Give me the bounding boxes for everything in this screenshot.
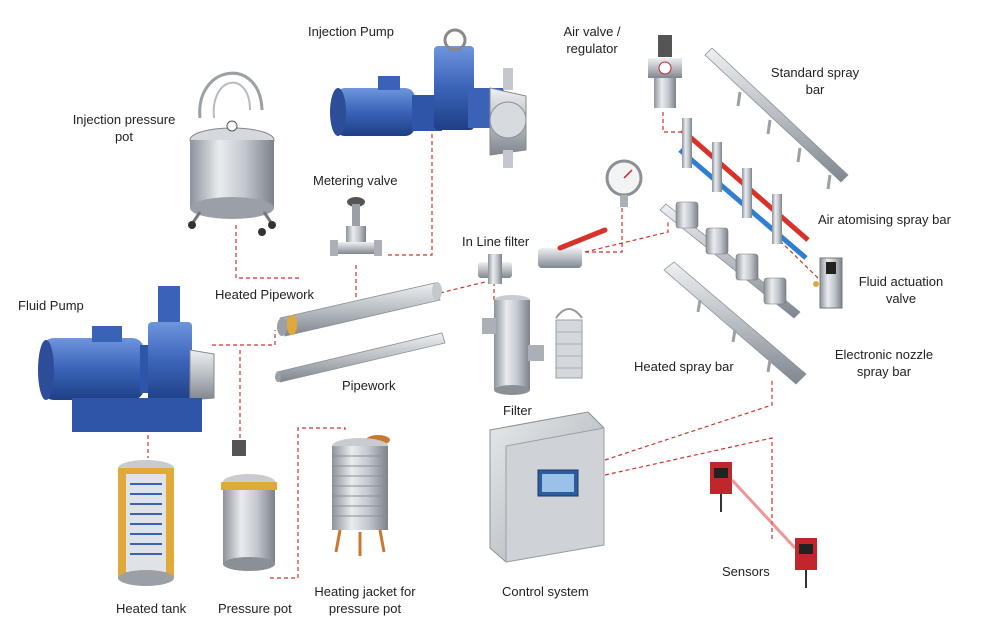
- label-fluid-actuation-valve: Fluid actuation valve: [846, 273, 956, 307]
- label-heating-jacket-line2: pressure pot: [328, 601, 402, 616]
- label-injection-pot-line2: pot: [114, 129, 134, 144]
- control-system-cabinet: [489, 411, 605, 563]
- label-injection-pot-line1: Injection pressure: [72, 112, 176, 127]
- air-atomising-spray-bar: [678, 118, 810, 260]
- label-heated-tank: Heated tank: [116, 601, 187, 616]
- label-fluid-actuation-line1: Fluid actuation: [858, 274, 944, 289]
- filter-housing: [482, 295, 544, 395]
- sensor-receiver: [795, 538, 817, 588]
- label-fluid-actuation-line2: valve: [885, 291, 917, 306]
- fluid-actuation-valve: [813, 257, 843, 309]
- connector-air-regulator: [662, 112, 682, 133]
- sensor-beam: [730, 478, 797, 550]
- connector-fluid-pump-to-pipework: [212, 330, 276, 346]
- pipework: [275, 332, 446, 383]
- label-electronic-nozzle-spray-bar: Electronic nozzle spray bar: [824, 346, 944, 380]
- connector-control-to-spray-bar: [604, 380, 773, 461]
- heated-pipework: [277, 282, 442, 337]
- air-valve-regulator: [648, 35, 682, 108]
- connector-valve-to-gauge: [585, 205, 623, 253]
- connector-pipework-to-filter: [439, 281, 486, 294]
- pressure-pot: [221, 440, 277, 571]
- label-filter: Filter: [503, 403, 532, 418]
- metering-valve: [330, 197, 382, 256]
- connector-pot-to-heated-pipework: [235, 225, 300, 279]
- label-standard-spray-line1: Standard spray: [770, 65, 860, 80]
- label-air-valve-line2: regulator: [566, 41, 618, 56]
- label-metering-valve: Metering valve: [313, 173, 398, 188]
- standard-spray-bar: [704, 47, 849, 190]
- injection-pressure-pot: [188, 71, 276, 236]
- label-heated-pipework: Heated Pipework: [215, 287, 314, 302]
- label-heated-spray-bar: Heated spray bar: [634, 359, 734, 374]
- label-control-system: Control system: [502, 584, 589, 599]
- label-injection-pressure-pot: Injection pressure pot: [64, 111, 184, 145]
- sensor-emitter: [710, 462, 732, 512]
- in-line-filter: [478, 254, 512, 284]
- label-heating-jacket: Heating jacket for pressure pot: [310, 583, 420, 617]
- label-heating-jacket-line1: Heating jacket for: [314, 584, 416, 599]
- pressure-gauge: [605, 159, 643, 207]
- label-air-atomising-spray-bar: Air atomising spray bar: [818, 212, 951, 227]
- fluid-pump: [38, 286, 215, 432]
- label-standard-spray-line2: bar: [805, 82, 825, 97]
- label-pipework: Pipework: [342, 378, 396, 393]
- heating-jacket: [332, 435, 390, 556]
- label-fluid-pump: Fluid Pump: [18, 298, 84, 313]
- connector-pressure-pot-to-jacket: [270, 427, 346, 579]
- heated-spray-bar: [663, 261, 807, 385]
- electronic-nozzle-spray-bar: [659, 201, 801, 319]
- label-pressure-pot: Pressure pot: [218, 601, 292, 616]
- label-injection-pump: Injection Pump: [308, 24, 394, 39]
- connector-control-to-sensors: [604, 437, 773, 540]
- heated-tank: [118, 460, 174, 586]
- label-sensors: Sensors: [722, 564, 770, 579]
- label-electronic-nozzle-line2: spray bar: [856, 364, 912, 379]
- label-standard-spray-bar: Standard spray bar: [760, 64, 870, 98]
- label-air-valve-regulator: Air valve / regulator: [556, 23, 628, 57]
- connector-fluid-actuation: [774, 235, 819, 279]
- label-electronic-nozzle-line1: Electronic nozzle: [834, 347, 934, 362]
- connector-valve-to-spray-bars: [584, 220, 669, 253]
- injection-pump: [330, 28, 527, 168]
- filter-basket: [555, 308, 583, 379]
- connector-injection-pump: [385, 120, 433, 256]
- connector-lines: [147, 112, 819, 579]
- label-air-valve-line1: Air valve /: [563, 24, 621, 39]
- label-in-line-filter: In Line filter: [462, 234, 530, 249]
- ball-valve: [538, 227, 608, 268]
